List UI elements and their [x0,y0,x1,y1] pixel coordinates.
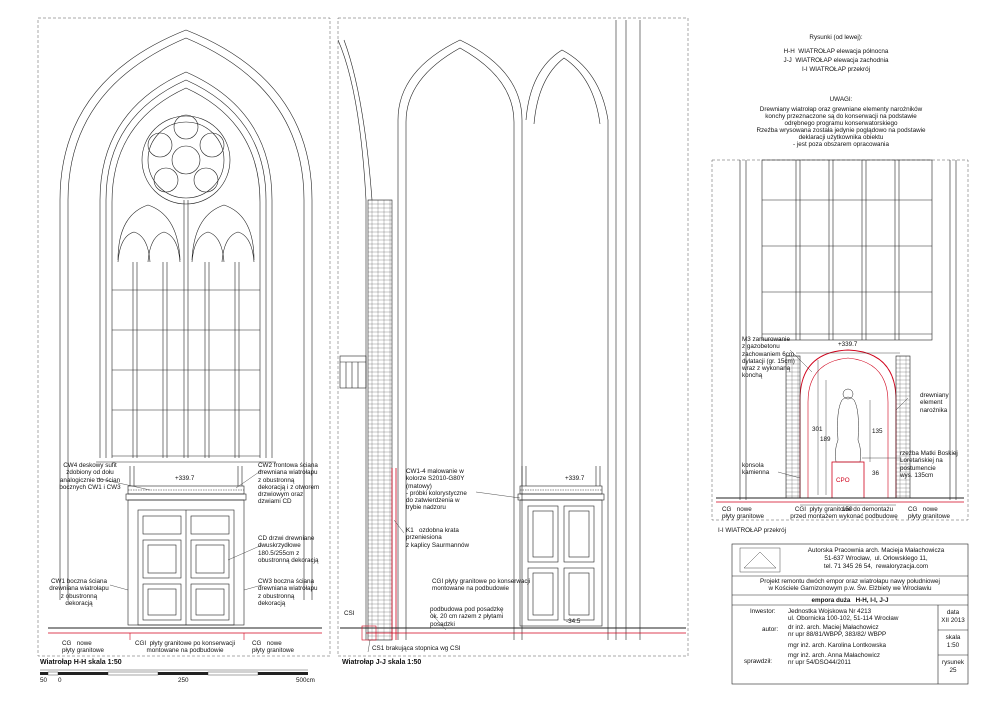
note-cg-right-hh: CG nowe płyty granitowe [252,640,294,655]
tb-author-label: autor: [762,626,779,633]
tb-investor-label: Inwestor: [750,608,776,615]
note-cgi-ii: CGI płyty granitowe do demontażu przed m… [790,506,898,521]
title-hh: Wiatrołap H-H skala 1:50 [40,659,122,666]
tb-office: Autorska Pracownia arch. Macieja Małacho… [807,547,945,554]
note-cw2: CW2 frontowa ściana drewniana wiatrołapu… [258,462,320,506]
scale-bar [40,669,308,676]
note-m3: M3 zamurowanie z gazobetonu zachowaniem … [742,336,795,380]
legend-line-hh: H-H WIATROŁAP elewacja północna [783,48,889,55]
tb-drawing: 25 [949,667,957,674]
legend-line-jj: J-J WIATROŁAP elewacja zachodnia [783,57,889,64]
title-jj: Wiatrołap J-J skala 1:50 [342,659,422,666]
elevation-hh [48,29,322,640]
note-cs1: CS1 brakująca stopnica wg CSI [372,645,461,652]
note-konsola: konsola kamienna [742,462,770,477]
section-ii [716,159,964,506]
note-cpo: CPO [836,477,850,484]
tb-scale: 1:50 [946,642,960,649]
note-cgi-jj: CGI płyty granitowe po konserwacji monto… [432,578,531,593]
scale-tick-500: 500cm [296,677,315,684]
note-cd: CD drzwi drewniane dwuskrzydłowe 180.5/2… [258,535,319,564]
tb-checked-label: sprawdził: [744,658,772,665]
legend-line-ii: I-I WIATROŁAP przekrój [802,66,870,73]
tb-project: Projekt remontu dwóch empor oraz wiatroł… [760,578,940,593]
level-jj-bottom: -34.5 [566,618,581,625]
tb-scale-label: skala [945,634,961,641]
tb-checked: mgr inż. arch. Anna Małachowicz nr upr 5… [788,652,881,667]
scale-tick-50: 50 [40,677,48,684]
note-cw3: CW3 boczna ściana drewniana wiatrołapu z… [258,578,318,607]
notes-line-4: Rzeźba wrysowana została jedynie poglądo… [756,127,926,134]
frame-hh [37,17,331,657]
scale-tick-250: 250 [178,677,189,684]
level-jj: +339.7 [565,475,585,482]
tb-author2: mgr inż. arch. Karolina Lontkowska [788,642,886,649]
note-cw14: CW1-4 malowanie w kolorze S2010-G80Y (ma… [406,468,467,512]
note-cg-left-ii: CG nowe płyty granitowe [722,506,764,521]
tb-date: XII 2013 [941,617,965,624]
notes-heading: UWAGI: [829,96,853,103]
elevation-jj [337,20,686,653]
tb-address1: 51-637 Wrocław, ul. Orłowskiego 11, [824,555,928,562]
legend-heading: Rysunki (od lewej): [809,34,863,41]
dim-150: 150 [842,506,853,513]
level-ii: +339.7 [838,341,858,348]
tb-author: dr inż. arch. Maciej Małachowicz nr upr … [788,624,887,639]
notes-line-1: Drewniany wiatrołap oraz grewniane eleme… [759,106,923,113]
dim-135: 135 [872,428,883,435]
dim-301: 301 [812,426,823,433]
title-block-frame [731,543,969,685]
frame-jj [337,17,689,657]
note-cg-right-ii: CG nowe płyty granitowe [908,506,950,521]
tb-date-label: data [946,609,960,616]
note-cw1: CW1 boczna ściana drewniana wiatrołapu z… [49,578,109,607]
notes-line-3: odrębnego programu konserwatorskiego [784,120,898,127]
note-cgi-hh: CGI płyty granitowe po konserwacji monto… [134,640,236,655]
note-cg-left-hh: CG nowe płyty granitowe [62,640,104,655]
level-hh: +339.7 [175,475,195,482]
note-drewniany: drewniany element narożnika [920,392,949,414]
notes-line-2: konchy przeznaczone są do konserwacji na… [765,113,917,120]
tb-investor: Jednostka Wojskowa Nr 4213 ul. Obornicka… [788,608,899,623]
note-podbudowa: podbudowa pod posadzkę ok. 20 cm razem z… [430,606,504,628]
notes-line-5: deklaracji użytkownika obiektu [798,134,884,141]
title-ii: I-I WIATROŁAP przekrój [718,527,786,534]
note-cw4: CW4 deskowy sufit zdobiony od dołu analo… [59,462,121,491]
tb-sheet-title: empora duża H-H, I-I, J-J [811,597,889,604]
notes-line-6: - jest poza obszarem opracowania [793,141,889,148]
scale-tick-0: 0 [58,677,62,684]
dim-36: 36 [872,470,880,477]
note-csi: CSI [344,610,355,617]
tb-address2: tel. 71 345 26 54, rewaloryzacja.com [823,563,929,570]
tb-drawing-label: rysunek [941,659,965,666]
note-rzezba: rzeźba Matki Boskiej Loretańskiej na pos… [900,450,958,479]
note-k1: K1 ozdobna krata przeniesiona z kaplicy … [406,527,469,549]
dim-189: 189 [820,436,831,443]
